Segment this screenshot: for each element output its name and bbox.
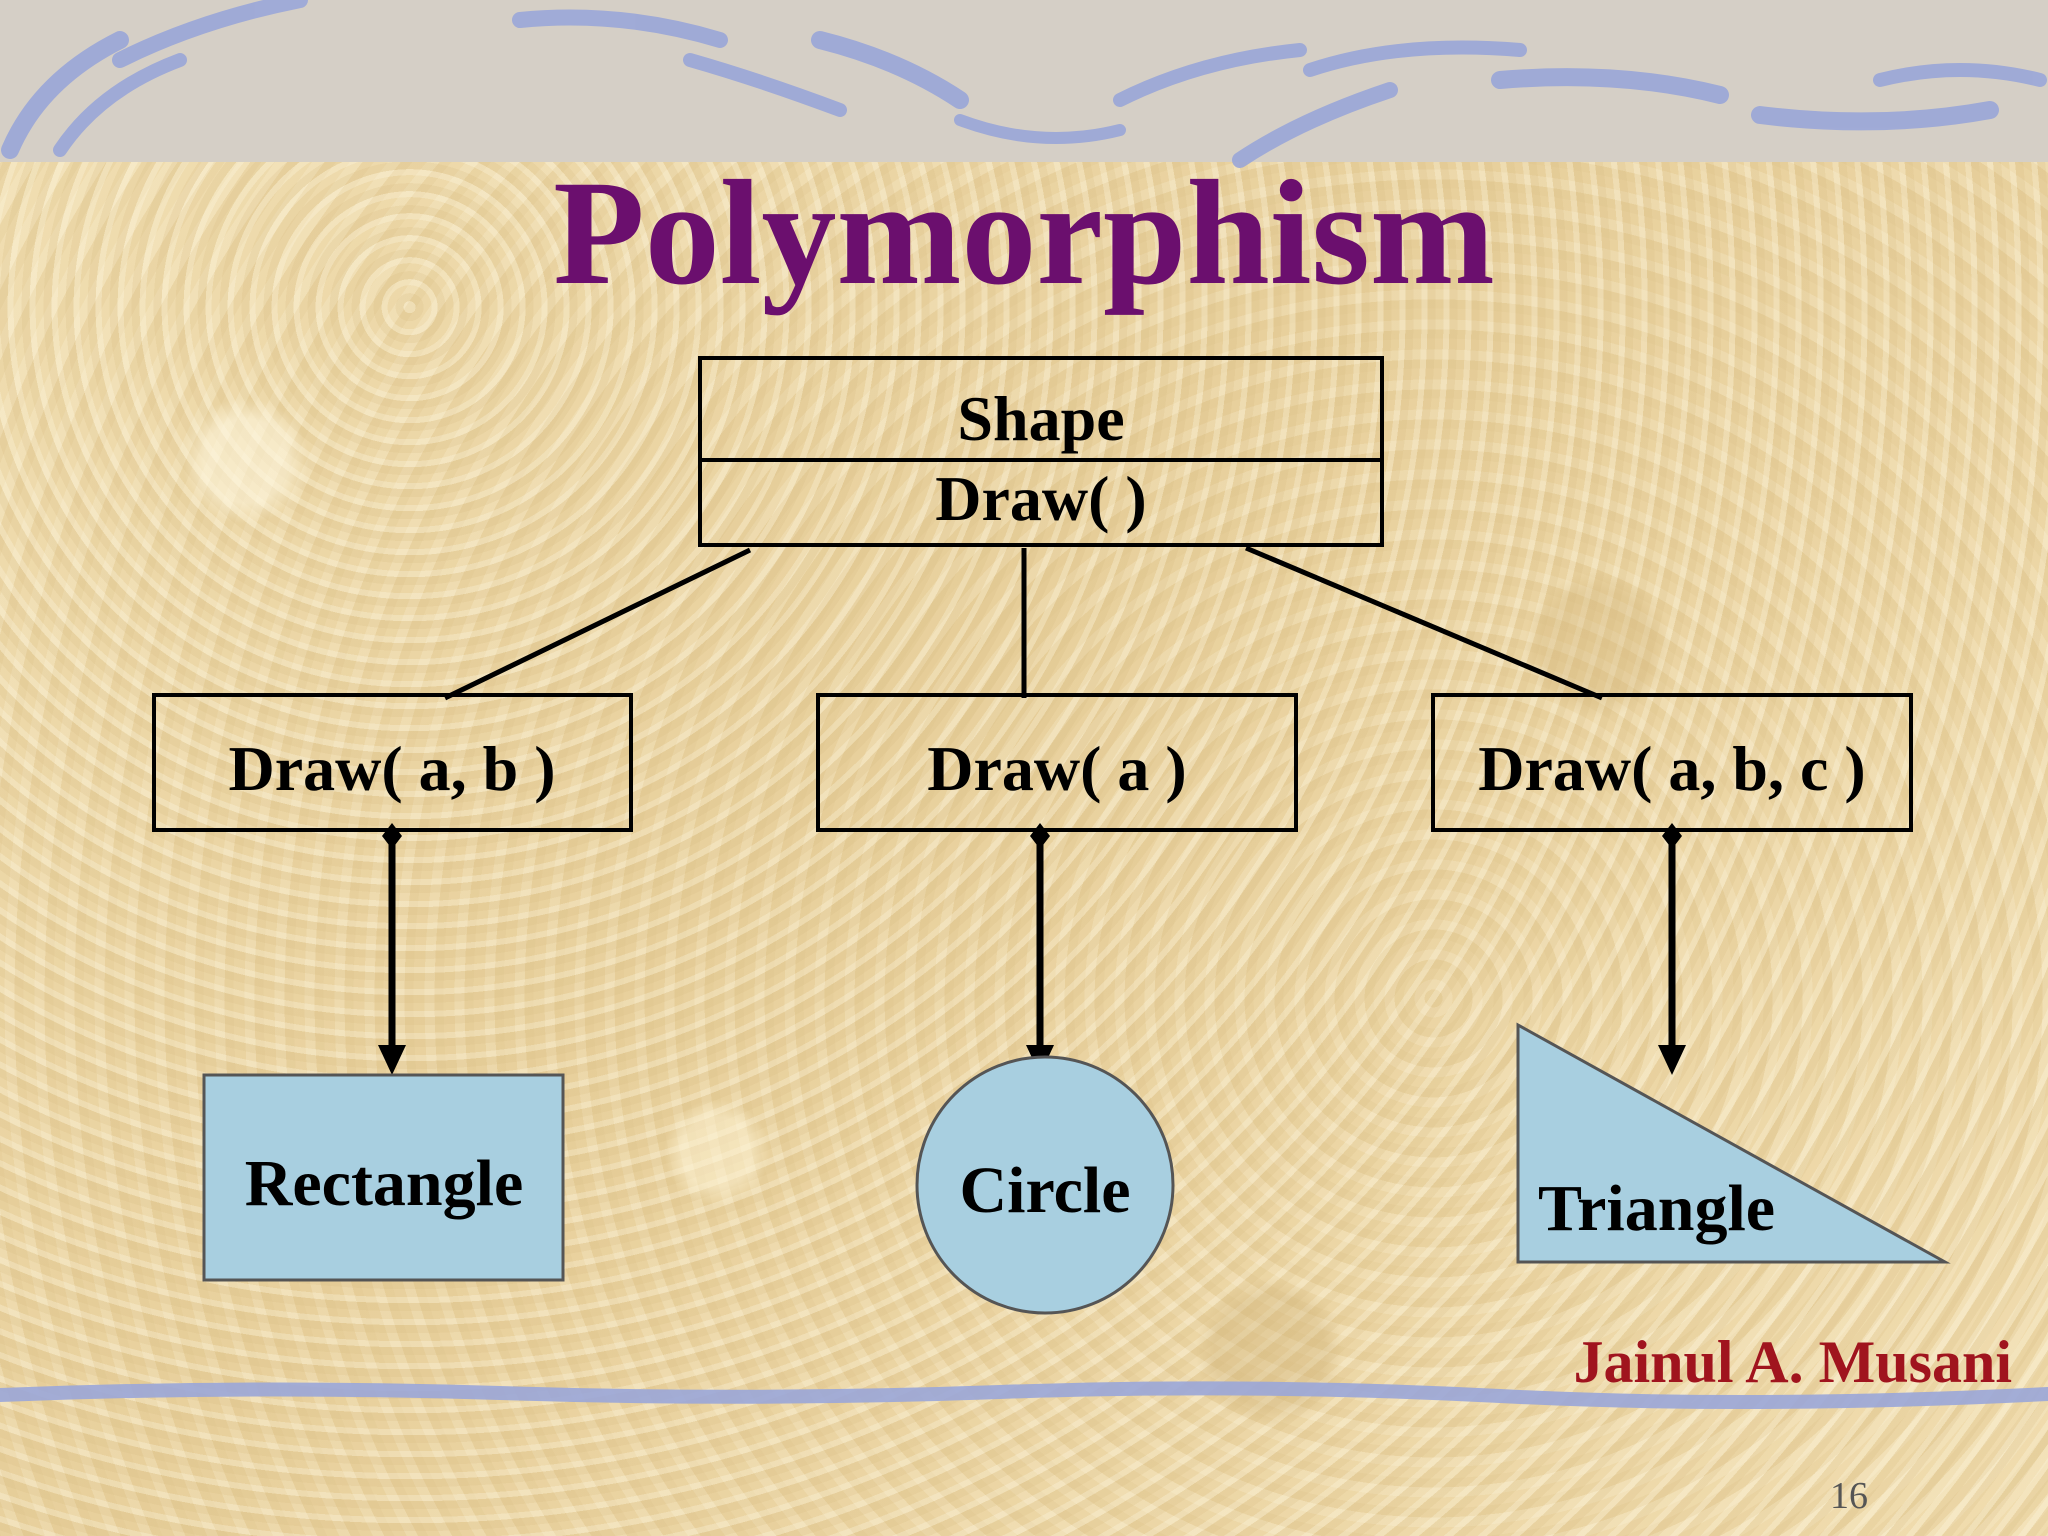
circle-shape: Circle bbox=[915, 1055, 1175, 1315]
arrow-middle bbox=[1026, 823, 1054, 1075]
rectangle-shape: Rectangle bbox=[202, 1073, 565, 1282]
arrow-left bbox=[378, 823, 406, 1075]
triangle-label: Triangle bbox=[1538, 1172, 1775, 1245]
decorative-wave-strokes bbox=[1, 0, 2047, 168]
child-method-middle: Draw( a ) bbox=[927, 733, 1186, 804]
child-box-left: Draw( a, b ) bbox=[152, 693, 633, 832]
child-method-right: Draw( a, b, c ) bbox=[1478, 733, 1865, 804]
inheritance-connectors bbox=[443, 545, 1603, 701]
connector-right bbox=[1245, 545, 1603, 701]
circle-label: Circle bbox=[959, 1154, 1130, 1227]
author-name: Jainul A. Musani bbox=[1574, 1329, 2013, 1395]
triangle-shape: Triangle bbox=[1516, 1022, 1951, 1264]
parent-class-method: Draw( ) bbox=[935, 463, 1146, 534]
slide-title: Polymorphism bbox=[553, 150, 1495, 316]
association-arrows bbox=[378, 823, 1686, 1075]
rectangle-label: Rectangle bbox=[245, 1147, 524, 1220]
child-box-middle: Draw( a ) bbox=[816, 693, 1298, 832]
parent-class-name: Shape bbox=[957, 383, 1124, 454]
header-band bbox=[0, 0, 2048, 162]
child-box-right: Draw( a, b, c ) bbox=[1431, 693, 1913, 832]
child-method-left: Draw( a, b ) bbox=[228, 733, 555, 804]
page-number: 16 bbox=[1830, 1475, 1868, 1517]
arrow-right bbox=[1658, 823, 1686, 1075]
connector-left bbox=[443, 547, 752, 701]
parent-class-box: Shape Draw( ) bbox=[698, 356, 1384, 547]
footer-wave-line bbox=[0, 1381, 2048, 1410]
